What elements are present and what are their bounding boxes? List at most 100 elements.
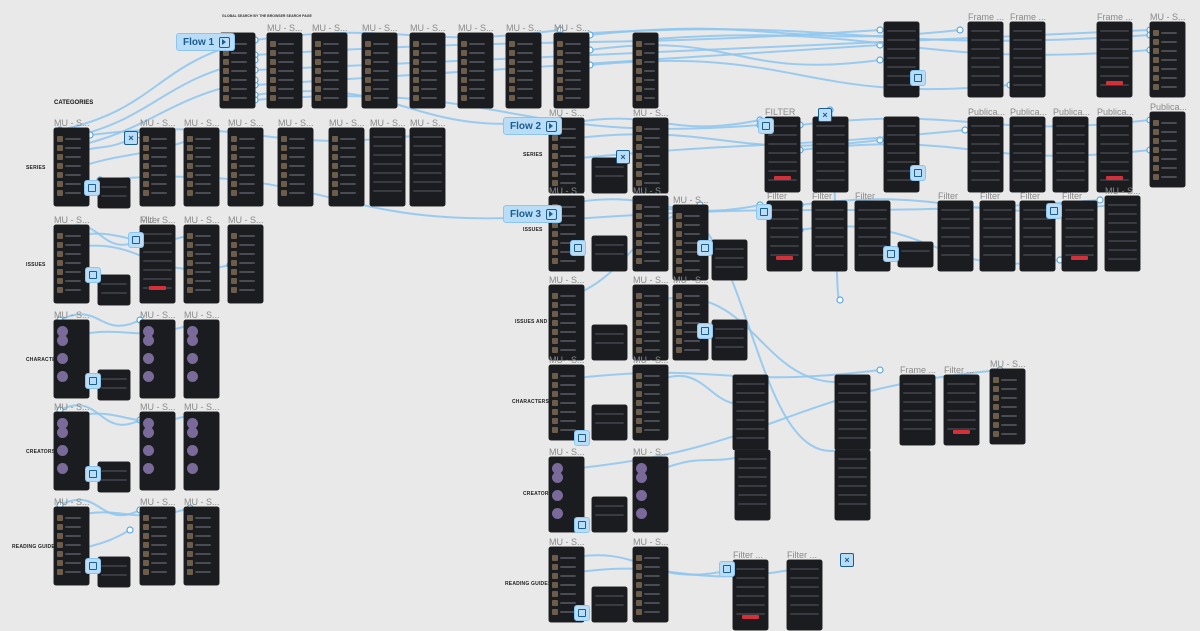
frame-title[interactable]: MU - S...	[549, 108, 585, 118]
close-icon[interactable]: ×	[616, 150, 630, 164]
screen-frame[interactable]	[1150, 112, 1185, 187]
frame-title[interactable]: Filter	[938, 191, 958, 201]
screen-frame[interactable]	[458, 33, 493, 108]
screen-frame[interactable]	[140, 507, 175, 585]
frame-title[interactable]: MU - S...	[506, 23, 542, 33]
frame-title[interactable]: MU - S...	[673, 195, 709, 205]
frame-title[interactable]: MU - S...	[329, 118, 365, 128]
frame-title[interactable]: MU - S...	[184, 118, 220, 128]
screen-frame[interactable]	[184, 412, 219, 490]
screen-frame[interactable]	[980, 201, 1015, 271]
screen-frame[interactable]	[140, 412, 175, 490]
screen-frame[interactable]	[54, 128, 89, 206]
frame-title[interactable]: Filter	[1062, 191, 1082, 201]
frame-title[interactable]: MU - S...	[549, 537, 585, 547]
frame-title[interactable]: MU - S...	[410, 118, 446, 128]
screen-frame[interactable]	[410, 128, 445, 206]
interaction-icon[interactable]	[574, 430, 590, 446]
screen-frame[interactable]	[370, 128, 405, 206]
frame-title[interactable]: Filter ...	[944, 365, 975, 375]
frame-title[interactable]: MU - S...	[633, 275, 669, 285]
frame-title[interactable]: MU - S...	[673, 275, 709, 285]
interaction-icon[interactable]	[910, 70, 926, 86]
screen-frame[interactable]	[968, 22, 1003, 97]
frame-title[interactable]: MU - S...	[278, 118, 314, 128]
screen-frame[interactable]	[54, 320, 89, 398]
close-icon[interactable]: ×	[818, 108, 832, 122]
frame-title[interactable]: MU - S...	[312, 23, 348, 33]
screen-frame[interactable]	[990, 369, 1025, 444]
frame-title[interactable]: Frame ...	[1010, 12, 1047, 22]
connection-node[interactable]	[876, 56, 884, 64]
screen-frame[interactable]	[633, 33, 658, 108]
frame-title[interactable]: Filter	[855, 191, 875, 201]
frame-title[interactable]: MU - S...	[228, 215, 264, 225]
interaction-icon[interactable]	[574, 517, 590, 533]
interaction-icon[interactable]	[85, 267, 101, 283]
frame-title[interactable]: MU - S...	[1150, 12, 1186, 22]
screen-frame[interactable]	[767, 201, 802, 271]
screen-frame[interactable]	[835, 375, 870, 450]
screen-frame[interactable]	[592, 325, 627, 360]
screen-frame[interactable]	[228, 225, 263, 303]
screen-frame[interactable]	[900, 375, 935, 445]
interaction-icon[interactable]	[85, 466, 101, 482]
frame-title[interactable]: Frame ...	[968, 12, 1005, 22]
frame-title[interactable]: MU - S...	[633, 447, 669, 457]
screen-frame[interactable]	[812, 201, 847, 271]
frame-title[interactable]: Publica...	[1097, 107, 1135, 117]
screen-frame[interactable]	[1150, 22, 1185, 97]
frame-title[interactable]: MU - S...	[140, 215, 176, 225]
frame-title[interactable]: Publica...	[1150, 102, 1188, 112]
frame-title[interactable]: MU - S...	[184, 310, 220, 320]
screen-frame[interactable]	[98, 178, 130, 208]
frame-title[interactable]: MU - S...	[370, 118, 406, 128]
screen-frame[interactable]	[184, 128, 219, 206]
screen-frame[interactable]	[944, 375, 979, 445]
frame-title[interactable]: MU - S...	[54, 402, 90, 412]
screen-frame[interactable]	[813, 117, 848, 192]
interaction-icon[interactable]	[574, 605, 590, 621]
screen-frame[interactable]	[98, 557, 130, 587]
frame-title[interactable]: MU - S...	[633, 355, 669, 365]
connection-node[interactable]	[836, 296, 844, 304]
frame-title[interactable]: MU - S...	[140, 118, 176, 128]
frame-title[interactable]: Filter	[1020, 191, 1040, 201]
frame-title[interactable]: MU - S...	[458, 23, 494, 33]
interaction-icon[interactable]	[758, 118, 774, 134]
frame-title[interactable]: FILTER	[765, 107, 796, 117]
frame-title[interactable]: MU - S...	[140, 310, 176, 320]
frame-title[interactable]: MU - S...	[184, 215, 220, 225]
connection-node[interactable]	[1096, 196, 1104, 204]
screen-frame[interactable]	[410, 33, 445, 108]
screen-frame[interactable]	[554, 33, 589, 108]
interaction-icon[interactable]	[883, 246, 899, 262]
frame-title[interactable]: MU - S...	[54, 118, 90, 128]
screen-frame[interactable]	[592, 236, 627, 271]
screen-frame[interactable]	[633, 365, 668, 440]
interaction-icon[interactable]	[128, 232, 144, 248]
screen-frame[interactable]	[898, 242, 933, 267]
frame-title[interactable]: Filter	[980, 191, 1000, 201]
frame-title[interactable]: Publica...	[1053, 107, 1091, 117]
screen-frame[interactable]	[787, 560, 822, 630]
screen-frame[interactable]	[735, 450, 770, 520]
screen-frame[interactable]	[938, 201, 973, 271]
flow-start-button[interactable]: Flow 2	[503, 117, 563, 135]
frame-title[interactable]: Filter	[767, 191, 787, 201]
screen-frame[interactable]	[1097, 22, 1132, 97]
interaction-icon[interactable]	[570, 240, 586, 256]
screen-frame[interactable]	[98, 462, 130, 492]
screen-frame[interactable]	[633, 196, 668, 271]
frame-title[interactable]: Filter ...	[733, 550, 764, 560]
frame-title[interactable]: MU - S...	[228, 118, 264, 128]
screen-frame[interactable]	[140, 320, 175, 398]
screen-frame[interactable]	[506, 33, 541, 108]
connection-node[interactable]	[126, 526, 134, 534]
screen-frame[interactable]	[1097, 117, 1132, 192]
frame-title[interactable]: MU - S...	[267, 23, 303, 33]
screen-frame[interactable]	[329, 128, 364, 206]
frame-title[interactable]: MU - S...	[362, 23, 398, 33]
interaction-icon[interactable]	[697, 323, 713, 339]
